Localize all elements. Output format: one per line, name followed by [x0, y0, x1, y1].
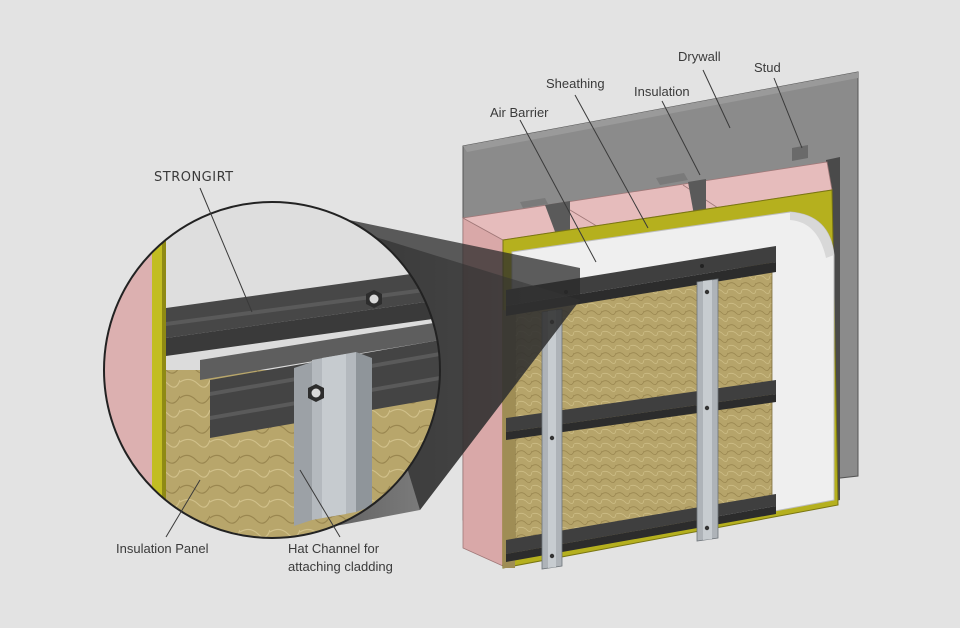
- label-sheathing: Sheathing: [546, 76, 605, 91]
- label-hat-channel-line2: attaching cladding: [288, 559, 393, 574]
- label-drywall: Drywall: [678, 49, 721, 64]
- label-strongirt: STRONGIRT: [154, 170, 234, 185]
- label-insulation-panel: Insulation Panel: [116, 541, 209, 556]
- label-hat-channel-line1: Hat Channel for: [288, 541, 380, 556]
- bolt-icon: [308, 384, 324, 402]
- wall-assembly: [461, 71, 859, 570]
- label-air-barrier: Air Barrier: [490, 105, 549, 120]
- leader-lines: [165, 69, 803, 538]
- label-stud: Stud: [754, 60, 781, 75]
- bolt-icon: [366, 290, 382, 308]
- label-insulation: Insulation: [634, 84, 690, 99]
